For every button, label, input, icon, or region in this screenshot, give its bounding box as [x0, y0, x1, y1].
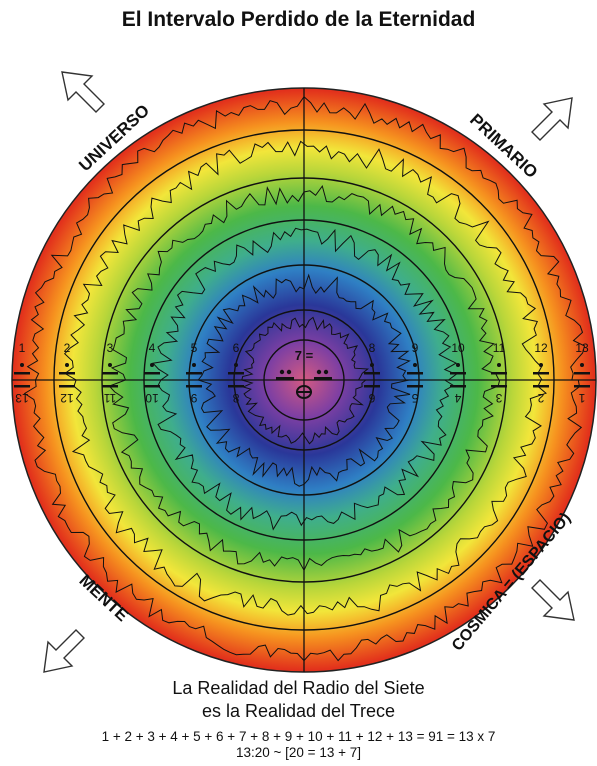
- bar-glyph: [574, 385, 590, 388]
- dot-glyph: [108, 363, 112, 367]
- bar-glyph: [364, 372, 380, 375]
- formula-line-2: 13:20 ~ [20 = 13 + 7]: [236, 745, 361, 760]
- lower-number: 3: [495, 391, 502, 405]
- upper-number: 11: [493, 341, 506, 355]
- arrow-bottom-left-icon: [43, 629, 85, 673]
- lower-number: 2: [537, 391, 544, 405]
- spectrum-trace: [197, 273, 411, 487]
- bar-glyph: [144, 385, 160, 388]
- arrow-top-right-icon: [531, 97, 573, 141]
- lower-number: 6: [368, 391, 375, 405]
- bar-glyph: [491, 385, 507, 388]
- upper-number: 13: [575, 341, 589, 355]
- upper-number: 2: [64, 341, 71, 355]
- dot-glyph: [580, 363, 584, 367]
- lower-number: 5: [411, 391, 418, 405]
- lower-number: 9: [190, 391, 197, 405]
- diagram-title: El Intervalo Perdido de la Eternidad: [121, 8, 476, 31]
- dot-glyph: [192, 363, 196, 367]
- bar-glyph: [144, 372, 160, 375]
- lower-number: 8: [232, 391, 239, 405]
- lower-number: 4: [454, 391, 461, 405]
- lower-number: 10: [145, 391, 159, 405]
- bar-glyph: [102, 385, 118, 388]
- upper-number: 9: [412, 341, 419, 355]
- center-label: 7 =: [295, 348, 314, 363]
- center-glyph-left: [279, 369, 285, 375]
- bar-glyph: [491, 372, 507, 375]
- bar-glyph: [574, 372, 590, 375]
- dot-glyph: [234, 363, 238, 367]
- spectrum-trace: [151, 227, 458, 531]
- dot-glyph: [456, 363, 460, 367]
- bar-glyph: [186, 385, 202, 388]
- bar-glyph: [364, 385, 380, 388]
- upper-number: 4: [149, 341, 156, 355]
- upper-number: 3: [107, 341, 114, 355]
- upper-number: 6: [233, 341, 240, 355]
- caption-line-1: La Realidad del Radio del Siete: [172, 678, 425, 698]
- center-seven: 7 =: [276, 348, 332, 399]
- bar-glyph: [228, 372, 244, 375]
- bar-glyph: [228, 385, 244, 388]
- spectrum-traces: [23, 95, 586, 662]
- bar-glyph: [102, 372, 118, 375]
- lower-number: 1: [578, 391, 585, 405]
- arrows: [43, 71, 575, 673]
- upper-number: 5: [191, 341, 198, 355]
- upper-number: 1: [19, 341, 26, 355]
- bar-glyph: [533, 372, 549, 375]
- spectrum-trace: [63, 140, 547, 616]
- upper-number: 12: [534, 341, 548, 355]
- lower-number: 13: [15, 391, 29, 405]
- bar-glyph: [186, 372, 202, 375]
- bar-glyph: [450, 372, 466, 375]
- dot-glyph: [20, 363, 24, 367]
- arrow-top-left-icon: [61, 71, 105, 113]
- bar-glyph: [407, 385, 423, 388]
- spectrum-trace: [108, 184, 501, 572]
- caption-line-2: es la Realidad del Trece: [201, 701, 396, 721]
- bar-glyph: [533, 385, 549, 388]
- lower-number: 11: [103, 391, 116, 405]
- dot-glyph: [539, 363, 543, 367]
- bar-glyph: [407, 372, 423, 375]
- dot-glyph: [150, 363, 154, 367]
- bar-glyph: [14, 385, 30, 388]
- formula-line-1: 1 + 2 + 3 + 4 + 5 + 6 + 7 + 8 + 9 + 10 +…: [101, 729, 496, 744]
- dot-glyph: [370, 363, 374, 367]
- bar-glyph: [59, 385, 75, 388]
- spectrum-trace: [23, 95, 586, 662]
- bar-glyph: [14, 372, 30, 375]
- upper-number: 8: [369, 341, 376, 355]
- dot-glyph: [65, 363, 69, 367]
- lower-number: 12: [60, 391, 74, 405]
- spectrum-trace: [241, 316, 370, 445]
- dot-glyph: [497, 363, 501, 367]
- bar-glyph: [450, 385, 466, 388]
- dot-glyph: [413, 363, 417, 367]
- bar-glyph: [59, 372, 75, 375]
- upper-number: 10: [451, 341, 465, 355]
- arrow-bottom-right-icon: [531, 579, 575, 621]
